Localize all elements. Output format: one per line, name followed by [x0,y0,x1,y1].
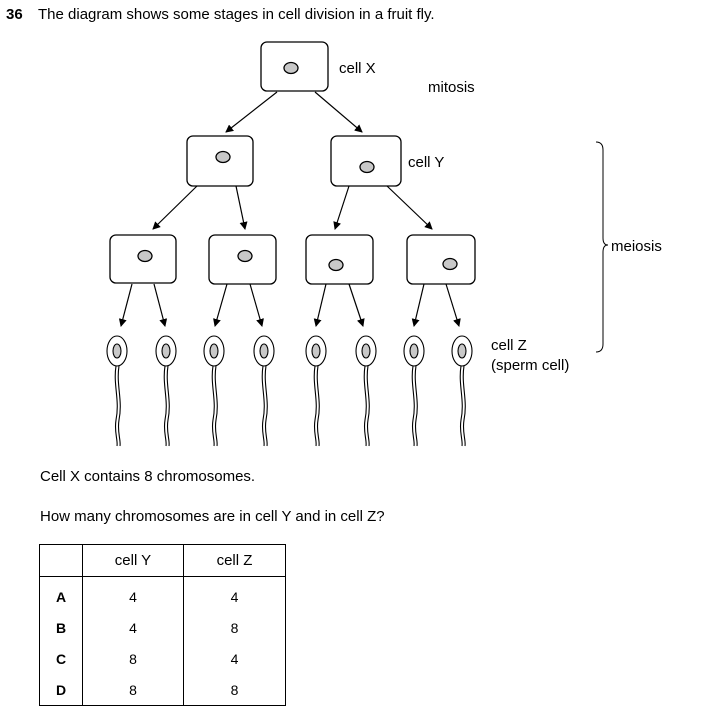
cell-division-diagram: cell X mitosis cell Y meiosis cell Z (sp… [106,41,662,447]
option-letter: B [39,612,83,643]
division-arrow [118,283,133,327]
sperm-tail-edge [316,365,320,447]
answer-options-table: cell Y cell Z A 4 4 B 4 8 C 8 4 D 8 8 [39,544,286,706]
sperm-nucleus [311,343,321,359]
sperm-nucleus [259,343,269,359]
sperm-tail [363,365,367,447]
division-arrow [314,91,363,133]
cell-z-label: cell Z [491,337,527,354]
cell-y [330,135,402,187]
sperm-nucleus [409,343,419,359]
sperm-cell-4 [253,335,275,447]
division-arrow [153,283,168,327]
cell-y-left [186,135,254,187]
table-header-row: cell Y cell Z [39,544,286,577]
division-arrow [386,185,433,230]
sperm-tail-edge [462,365,466,447]
sperm-tail [114,365,118,447]
sperm-nucleus [361,343,371,359]
sperm-tail [411,365,415,447]
sperm-cell-5 [305,335,327,447]
table-row[interactable]: D 8 8 [39,674,286,706]
division-arrow [333,185,350,230]
option-cell-y-value: 8 [82,643,184,674]
sperm-nucleus [209,343,219,359]
option-cell-z-value: 4 [183,643,286,674]
sperm-cell-1 [106,335,128,447]
option-cell-z-value: 8 [183,674,286,706]
option-cell-z-value: 8 [183,612,286,643]
option-cell-z-value: 4 [183,576,286,612]
sperm-nucleus [161,343,171,359]
sperm-tail-edge [414,365,418,447]
meiosis-cell-2 [208,234,277,285]
sperm-tail-edge [264,365,268,447]
question-text: The diagram shows some stages in cell di… [38,6,435,23]
sperm-cell-label: (sperm cell) [491,357,569,374]
nucleus [328,258,344,272]
meiosis-cell-1 [109,234,177,284]
nucleus [359,160,375,174]
nucleus [215,150,231,164]
meiosis-cell-3 [305,234,374,285]
cell-membrane [406,234,476,285]
sperm-tail [313,365,317,447]
table-row[interactable]: A 4 4 [39,576,286,612]
cell-y-label: cell Y [408,154,444,171]
meiosis-label: meiosis [611,238,662,255]
sperm-nucleus [457,343,467,359]
division-arrow [348,283,365,327]
sperm-tail-edge [214,365,218,447]
nucleus [137,249,153,263]
division-arrow [313,283,327,327]
meiosis-cell-4 [406,234,476,285]
sperm-tail [459,365,463,447]
table-row[interactable]: C 8 4 [39,643,286,674]
statement-text: Cell X contains 8 chromosomes. [40,468,256,485]
division-arrow [249,283,264,327]
table-header-cell-y: cell Y [82,544,184,577]
question-number: 36 [6,6,23,23]
option-cell-y-value: 4 [82,576,184,612]
sperm-tail-edge [366,365,370,447]
option-letter: D [39,674,83,706]
table-header-blank [39,544,83,577]
sperm-cell-7 [403,335,425,447]
option-cell-y-value: 8 [82,674,184,706]
table-row[interactable]: B 4 8 [39,612,286,643]
division-arrow [225,91,278,133]
mitosis-label: mitosis [428,79,475,96]
option-letter: C [39,643,83,674]
sperm-cell-6 [355,335,377,447]
sperm-tail-edge [117,365,121,447]
option-cell-y-value: 4 [82,612,184,643]
division-arrow [213,283,228,327]
table-header-cell-z: cell Z [183,544,286,577]
meiosis-brace [595,141,609,353]
sperm-tail [211,365,215,447]
division-arrow [235,185,248,230]
sperm-cell-8 [451,335,473,447]
sperm-tail [261,365,265,447]
sperm-tail-edge [166,365,170,447]
nucleus [442,257,458,271]
sperm-cell-3 [203,335,225,447]
sperm-cell-2 [155,335,177,447]
nucleus [283,61,299,75]
cell-x [260,41,329,92]
option-letter: A [39,576,83,612]
division-arrow [445,283,461,327]
sperm-tail [163,365,167,447]
cell-membrane [305,234,374,285]
nucleus [237,249,253,263]
cell-x-label: cell X [339,60,376,77]
prompt-text: How many chromosomes are in cell Y and i… [40,508,385,525]
division-arrow [411,283,425,327]
division-arrow [152,185,198,230]
sperm-nucleus [112,343,122,359]
